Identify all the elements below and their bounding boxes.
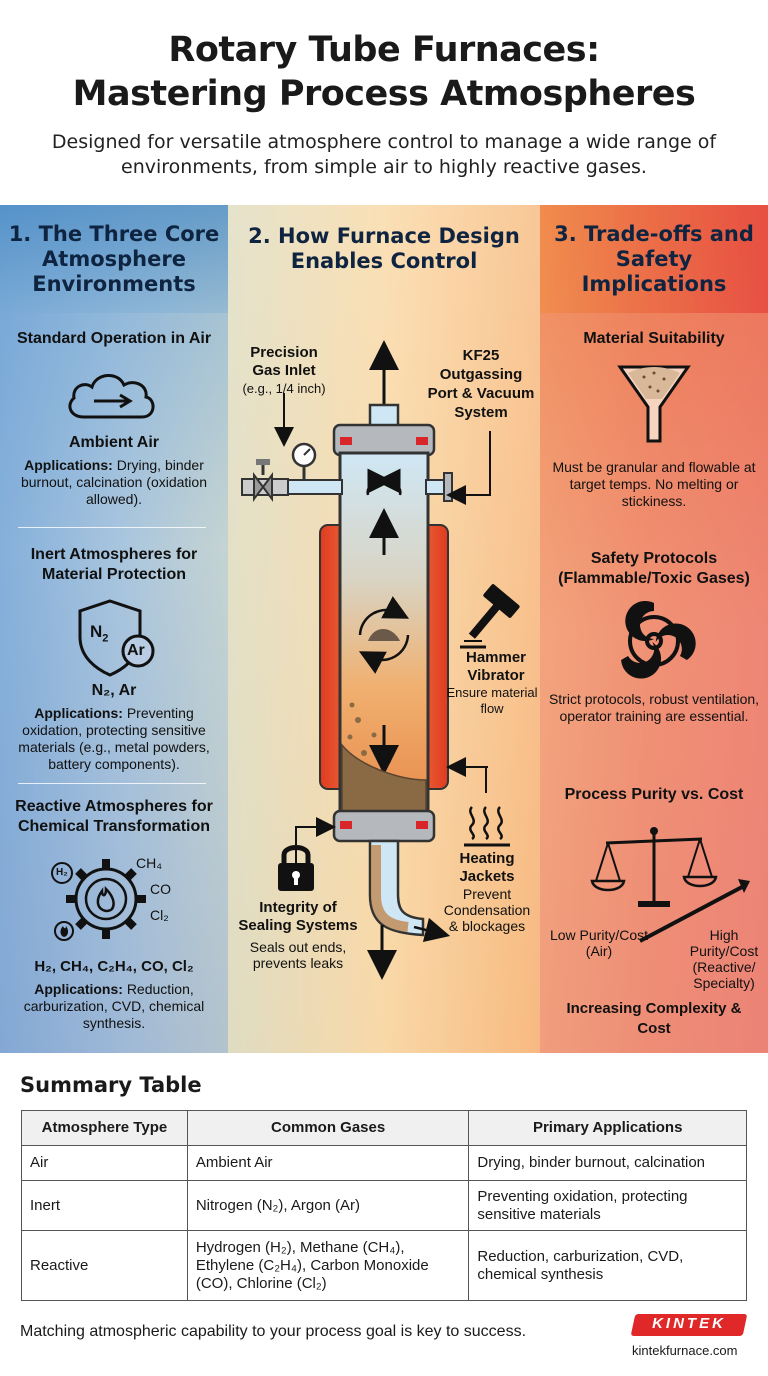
icon-ch4-label: CH₄	[136, 855, 162, 871]
gas-inlet-sub: (e.g., 1/4 inch)	[242, 381, 326, 396]
icon-cl2-label: Cl₂	[150, 907, 169, 923]
gas-label-reactive: H₂, CH₄, C₂H₄, CO, Cl₂	[34, 958, 194, 975]
complexity-label: Increasing Complexity & Cost	[566, 1000, 742, 1037]
column-heading-atmospheres: 1. The Three Core Atmosphere Environment…	[8, 221, 220, 296]
section-title-purity: Process Purity vs. Cost	[564, 786, 744, 803]
divider	[18, 527, 206, 528]
column-heading-band: 2. How Furnace Design Enables Control	[228, 205, 540, 293]
page-subtitle: Designed for versatile atmosphere contro…	[51, 131, 717, 178]
table-cell: Reduction, carburization, CVD, chemical …	[468, 1230, 747, 1301]
balance-scale-icon	[590, 827, 750, 943]
gas-label-inert: N₂, Ar	[91, 682, 137, 699]
applications-text: Drying, binder burnout, calcination (oxi…	[20, 457, 207, 507]
table-cell: Inert	[21, 1180, 188, 1231]
title-line-2: Mastering Process Atmospheres	[72, 74, 696, 114]
low-purity-label: Low Purity/Cost (Air)	[549, 927, 649, 959]
table-cell: Ambient Air	[186, 1145, 470, 1181]
section-title-material: Material Suitability	[583, 330, 725, 347]
section-title-reactive: Reactive Atmospheres for Chemical Transf…	[15, 798, 213, 835]
applications-inert: Applications: Preventing oxidation, prot…	[18, 705, 210, 772]
applications-label: Applications:	[24, 457, 113, 473]
high-purity-label: High Purity/Cost (Reactive/ Specialty)	[689, 927, 759, 991]
table-cell: Drying, binder burnout, calcination	[468, 1145, 747, 1181]
table-header-cell: Primary Applications	[468, 1110, 747, 1146]
table-cell: Reactive	[21, 1230, 188, 1301]
table-cell: Preventing oxidation, protecting sensiti…	[468, 1180, 747, 1231]
column-furnace-design: 2. How Furnace Design Enables Control	[228, 205, 540, 1053]
footer-tagline: Matching atmospheric capability to your …	[20, 1323, 527, 1340]
section-title-safety: Safety Protocols (Flammable/Toxic Gases)	[558, 550, 750, 587]
safety-text: Strict protocols, robust ventilation, op…	[548, 691, 760, 724]
gas-inlet-title: Precision Gas Inlet	[250, 344, 318, 379]
column-heading-band: 3. Trade-offs and Safety Implications	[540, 205, 768, 313]
section-title-air: Standard Operation in Air	[16, 330, 212, 347]
table-header-row: Atmosphere Type Common Gases Primary App…	[21, 1110, 747, 1146]
heating-jackets-sub: Prevent Condensation & blockages	[443, 886, 531, 934]
table-header-cell: Common Gases	[186, 1110, 470, 1146]
page-title: Rotary Tube Furnaces: Mastering Process …	[0, 0, 768, 116]
gear-flame-icon	[51, 859, 146, 941]
sealing-title: Integrity of Sealing Systems	[238, 899, 358, 934]
summary-title: Summary Table	[20, 1073, 202, 1097]
cloud-arrow-icon	[68, 374, 155, 419]
divider	[18, 783, 206, 784]
shield-n2-label: N2	[90, 622, 109, 645]
icon-co-label: CO	[150, 881, 171, 897]
hammer-icon	[460, 584, 520, 649]
hammer-vibrator-title: Hammer Vibrator	[465, 649, 527, 684]
panels: 1. The Three Core Atmosphere Environment…	[0, 205, 768, 1053]
applications-air: Applications: Drying, binder burnout, ca…	[6, 457, 222, 508]
applications-reactive: Applications: Reduction, carburization, …	[23, 981, 205, 1031]
table-row: Inert Nitrogen (N₂), Argon (Ar) Preventi…	[21, 1180, 747, 1231]
heating-jackets-title: Heating Jackets	[459, 850, 515, 885]
table-cell: Nitrogen (N₂), Argon (Ar)	[186, 1180, 470, 1231]
column-heading-design: 2. How Furnace Design Enables Control	[248, 224, 520, 273]
hammer-vibrator-sub: Ensure material flow	[446, 685, 538, 716]
logo-text: KINTEK	[652, 1315, 726, 1332]
table-header-cell: Atmosphere Type	[21, 1110, 188, 1146]
summary-section: Summary Table Atmosphere Type Common Gas…	[0, 1053, 768, 1376]
column-heading-band: 1. The Three Core Atmosphere Environment…	[0, 205, 228, 313]
header: Rotary Tube Furnaces: Mastering Process …	[0, 0, 768, 205]
column-tradeoffs: 3. Trade-offs and Safety Implications Ma…	[540, 205, 768, 1053]
column-heading-tradeoffs: 3. Trade-offs and Safety Implications	[554, 221, 754, 296]
shield-ar-label: Ar	[127, 642, 145, 659]
title-line-1: Rotary Tube Furnaces:	[168, 30, 600, 70]
funnel-icon	[617, 365, 691, 443]
table-row: Air Ambient Air Drying, binder burnout, …	[21, 1145, 747, 1181]
lock-icon	[278, 845, 314, 891]
table-row: Reactive Hydrogen (H₂), Methane (CH₄), E…	[21, 1230, 747, 1301]
material-text: Must be granular and flowable at target …	[552, 459, 756, 509]
section-title-inert: Inert Atmospheres for Material Protectio…	[30, 546, 198, 583]
summary-table: Atmosphere Type Common Gases Primary App…	[21, 1110, 747, 1301]
shield-gas-icon	[78, 599, 155, 677]
table-cell: Hydrogen (H₂), Methane (CH₄), Ethylene (…	[186, 1230, 470, 1301]
sealing-sub: Seals out ends, prevents leaks	[249, 939, 347, 971]
gas-label-air: Ambient Air	[68, 434, 160, 451]
table-cell: Air	[21, 1145, 188, 1181]
column-atmospheres: 1. The Three Core Atmosphere Environment…	[0, 205, 228, 1053]
icon-h2-label: H₂	[56, 867, 68, 878]
website-url[interactable]: kintekfurnace.com	[632, 1343, 738, 1358]
kf25-port-title: KF25 Outgassing Port & Vacuum System	[427, 347, 535, 421]
biohazard-icon	[621, 601, 696, 679]
heat-waves-icon	[464, 806, 510, 847]
furnace-diagram	[241, 340, 491, 980]
